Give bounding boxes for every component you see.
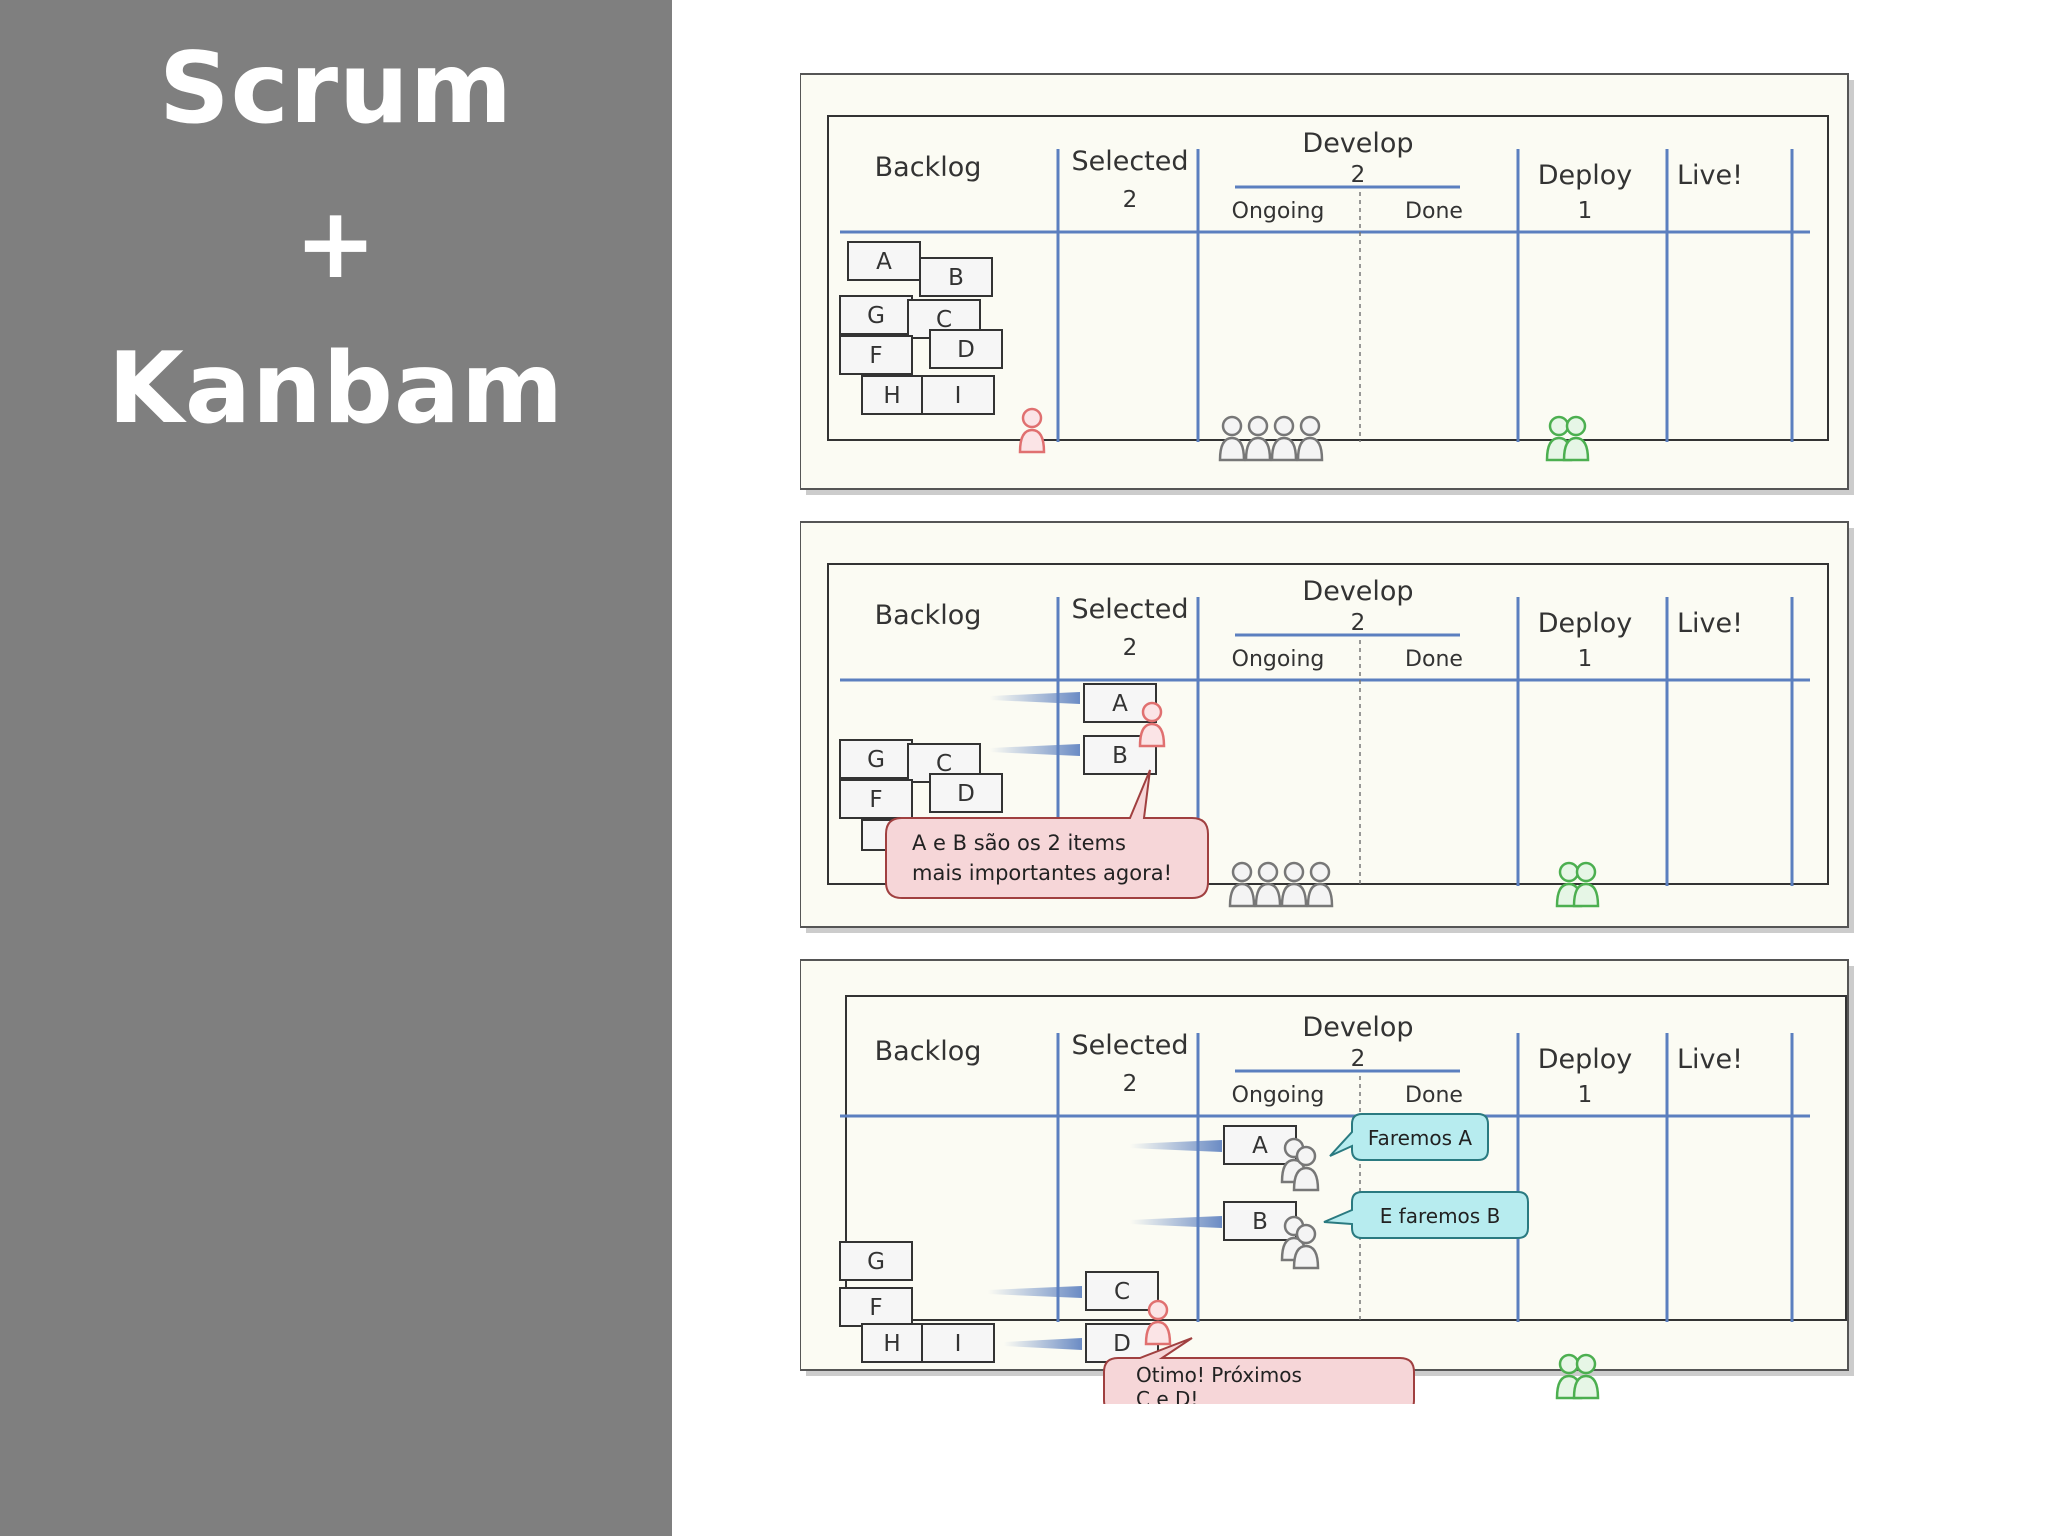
column-develop: Develop [1302, 128, 1413, 159]
subcolumn-ongoing: Ongoing [1232, 1083, 1325, 1108]
svg-text:D: D [957, 337, 975, 363]
column-develop: Develop [1302, 576, 1413, 607]
backlog-card: D [929, 773, 1003, 813]
svg-text:A: A [1112, 691, 1128, 717]
ongoing-card: B [1223, 1201, 1297, 1241]
move-arrow [990, 692, 1080, 704]
backlog-card: F [839, 1287, 913, 1327]
kanban-panel-1: Backlog Selected 2 Develop 2 Ongoing Don… [800, 73, 1854, 495]
move-arrow [990, 744, 1080, 756]
svg-text:F: F [869, 787, 882, 813]
svg-text:B: B [948, 265, 964, 291]
title-line-scrum: Scrum [159, 32, 513, 146]
svg-text:H: H [883, 1331, 900, 1357]
backlog-card: D [929, 329, 1003, 369]
column-backlog: Backlog [875, 600, 982, 631]
selected-card: C [1085, 1271, 1159, 1311]
develop-limit: 2 [1351, 1046, 1366, 1072]
svg-text:I: I [955, 383, 962, 409]
kanban-panel-2: Backlog Selected 2 Develop 2 Ongoing Don… [800, 521, 1854, 933]
svg-text:F: F [869, 1295, 882, 1321]
svg-text:I: I [955, 1331, 962, 1357]
column-live: Live! [1677, 160, 1743, 191]
deploy-limit: 1 [1578, 1082, 1593, 1108]
svg-text:C: C [936, 751, 952, 777]
column-selected: Selected [1071, 594, 1188, 625]
backlog-card: I [921, 1323, 995, 1363]
svg-text:A e B são os 2 items: A e B são os 2 items [912, 831, 1126, 855]
subcolumn-ongoing: Ongoing [1232, 199, 1325, 224]
deploy-limit: 1 [1578, 646, 1593, 672]
column-backlog: Backlog [875, 152, 982, 183]
svg-text:G: G [867, 303, 885, 329]
svg-text:E faremos B: E faremos B [1380, 1204, 1501, 1228]
subcolumn-done: Done [1405, 1083, 1463, 1108]
develop-limit: 2 [1351, 610, 1366, 636]
svg-text:Faremos A: Faremos A [1368, 1126, 1473, 1150]
backlog-card: I [921, 375, 995, 415]
svg-text:C e D!: C e D! [1136, 1387, 1198, 1404]
move-arrow [1004, 1338, 1082, 1350]
svg-text:B: B [1252, 1209, 1268, 1235]
deploy-limit: 1 [1578, 198, 1593, 224]
kanban-diagram: Backlog Selected 2 Develop 2 Ongoing Don… [800, 73, 1854, 1404]
backlog-card: B [919, 257, 993, 297]
backlog-card: F [839, 335, 913, 375]
backlog-card: G [839, 1241, 913, 1281]
speech-bubble: Faremos A [1329, 1113, 1489, 1161]
svg-text:Otimo! Próximos: Otimo! Próximos [1136, 1363, 1302, 1387]
speech-bubble: A e B são os 2 items mais importantes ag… [885, 769, 1209, 899]
subcolumn-ongoing: Ongoing [1232, 647, 1325, 672]
column-live: Live! [1677, 608, 1743, 639]
backlog-card: A [847, 241, 921, 281]
speech-bubble: Otimo! Próximos C e D! [1103, 1337, 1415, 1404]
svg-text:D: D [957, 781, 975, 807]
column-deploy: Deploy [1538, 608, 1633, 639]
backlog-card: G [839, 295, 913, 335]
ops-person-icon [1572, 1353, 1600, 1400]
backlog-card: H [861, 1323, 923, 1363]
title-sidebar: Scrum + Kanbam [0, 0, 672, 1536]
speech-bubble: E faremos B [1323, 1191, 1529, 1239]
subcolumn-done: Done [1405, 199, 1463, 224]
selected-limit: 2 [1123, 187, 1138, 213]
subcolumn-done: Done [1405, 647, 1463, 672]
develop-limit: 2 [1351, 162, 1366, 188]
column-backlog: Backlog [875, 1036, 982, 1067]
column-live: Live! [1677, 1044, 1743, 1075]
selected-card: A [1083, 683, 1157, 723]
selected-limit: 2 [1123, 1071, 1138, 1097]
column-selected: Selected [1071, 146, 1188, 177]
title-line-kanbam: Kanbam [107, 332, 565, 446]
svg-text:C: C [936, 307, 952, 333]
svg-text:G: G [867, 747, 885, 773]
backlog-card: G [839, 739, 913, 779]
selected-limit: 2 [1123, 635, 1138, 661]
svg-text:H: H [883, 383, 900, 409]
backlog-card: F [839, 779, 913, 819]
svg-text:A: A [876, 249, 892, 275]
move-arrow [1130, 1216, 1222, 1228]
svg-text:D: D [1113, 1331, 1131, 1357]
column-selected: Selected [1071, 1030, 1188, 1061]
svg-text:C: C [1114, 1279, 1130, 1305]
move-arrow [988, 1286, 1082, 1298]
svg-text:F: F [869, 343, 882, 369]
svg-text:A: A [1252, 1133, 1268, 1159]
kanban-panel-3: Backlog Selected 2 Develop 2 Ongoing Don… [800, 959, 1854, 1404]
column-deploy: Deploy [1538, 1044, 1633, 1075]
title-line-plus: + [294, 187, 378, 301]
svg-text:G: G [867, 1249, 885, 1275]
move-arrow [1130, 1140, 1222, 1152]
svg-text:B: B [1112, 743, 1128, 769]
column-develop: Develop [1302, 1012, 1413, 1043]
column-deploy: Deploy [1538, 160, 1633, 191]
svg-text:mais importantes agora!: mais importantes agora! [912, 861, 1172, 885]
backlog-card: H [861, 375, 923, 415]
